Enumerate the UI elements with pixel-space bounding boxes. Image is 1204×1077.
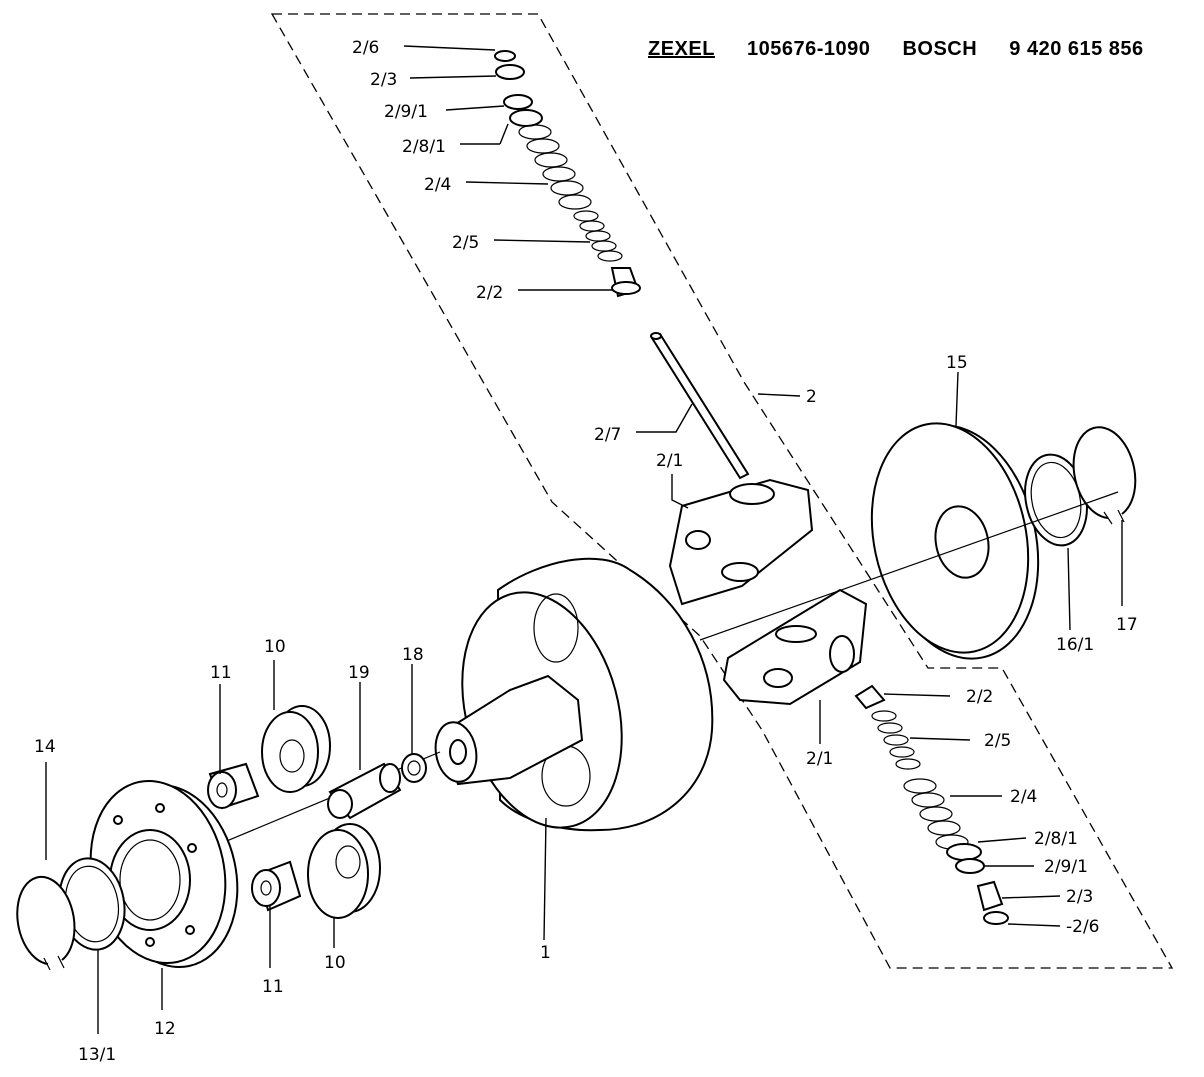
label-2-3-top: 2/3: [370, 70, 397, 90]
label-18: 18: [402, 645, 424, 665]
label-11-bottom: 11: [262, 977, 284, 997]
roller-10-top: [261, 705, 331, 793]
label-10-bottom: 10: [324, 953, 346, 973]
spring-2-4-top: [518, 124, 592, 210]
label-2-9-1-top: 2/9/1: [384, 102, 428, 122]
flyweight-2-1-top: [668, 478, 814, 606]
label-2-2-top: 2/2: [476, 283, 503, 303]
label-2-8-1-top: 2/8/1: [402, 137, 446, 157]
label-2-7: 2/7: [594, 425, 621, 445]
flyweight-housing-1: [434, 557, 714, 832]
bushing-11-top: [207, 762, 260, 810]
label-2: 2: [806, 387, 817, 407]
label-2-8-1-bottom: 2/8/1: [1034, 829, 1078, 849]
zexel-part-number: 105676-1090: [747, 38, 871, 60]
label-11-top: 11: [210, 663, 232, 683]
spring-2-5-bottom: [871, 710, 921, 770]
lower-spring-assembly: [854, 684, 1009, 925]
label-12: 12: [154, 1019, 176, 1039]
upper-spring-assembly: [494, 50, 641, 298]
part-2-3-top: [495, 64, 525, 80]
spring-2-4-bottom: [903, 778, 969, 850]
label-2-1-top: 2/1: [656, 451, 683, 471]
part-2-3-bottom: [976, 880, 1004, 912]
push-rod-2-7: [650, 332, 750, 480]
label-1: 1: [540, 943, 551, 963]
ring-18: [401, 753, 427, 783]
part-2-2-bottom: [854, 684, 886, 710]
label-2-6-bottom: -2/6: [1066, 917, 1100, 937]
label-2-6-top: 2/6: [352, 38, 379, 58]
label-2-1-bottom: 2/1: [806, 749, 833, 769]
label-13-1: 13/1: [78, 1045, 116, 1065]
part-2-9-1-bottom: [955, 858, 985, 874]
label-16-1: 16/1: [1056, 635, 1094, 655]
flyweight-2-1-bottom: [722, 588, 868, 706]
part-2-6-bottom: [983, 911, 1009, 925]
label-2-4-top: 2/4: [424, 175, 451, 195]
label-10-top: 10: [264, 637, 286, 657]
axis-line-right: [699, 491, 1119, 641]
label-17: 17: [1116, 615, 1138, 635]
circlip-17: [1072, 426, 1137, 525]
spring-2-5-top: [573, 210, 623, 262]
bosch-part-number: 9 420 615 856: [1009, 38, 1144, 60]
label-14: 14: [34, 737, 56, 757]
circlip-14: [16, 876, 76, 971]
label-2-9-1-bottom: 2/9/1: [1044, 857, 1088, 877]
part-2-6-top: [494, 50, 516, 62]
part-2-8-1-bottom: [946, 843, 982, 861]
label-2-4-bottom: 2/4: [1010, 787, 1037, 807]
label-19: 19: [348, 663, 370, 683]
part-2-9-1-top: [503, 94, 533, 110]
label-2-5-bottom: 2/5: [984, 731, 1011, 751]
bushing-11-bottom: [251, 860, 302, 912]
label-15: 15: [946, 353, 968, 373]
sleeve-19: [327, 762, 402, 820]
plate-15: [870, 422, 1040, 660]
part-2-8-1-top: [509, 109, 543, 127]
label-2-3-bottom: 2/3: [1066, 887, 1093, 907]
label-2-5-top: 2/5: [452, 233, 479, 253]
header-part-numbers: ZEXEL 105676-1090 BOSCH 9 420 615 856: [648, 38, 1170, 61]
brand-zexel: ZEXEL: [648, 38, 715, 60]
leader-lines: [45, 45, 1123, 1034]
roller-10-bottom: [307, 823, 381, 919]
brand-bosch: BOSCH: [902, 38, 978, 60]
label-2-2-bottom: 2/2: [966, 687, 993, 707]
